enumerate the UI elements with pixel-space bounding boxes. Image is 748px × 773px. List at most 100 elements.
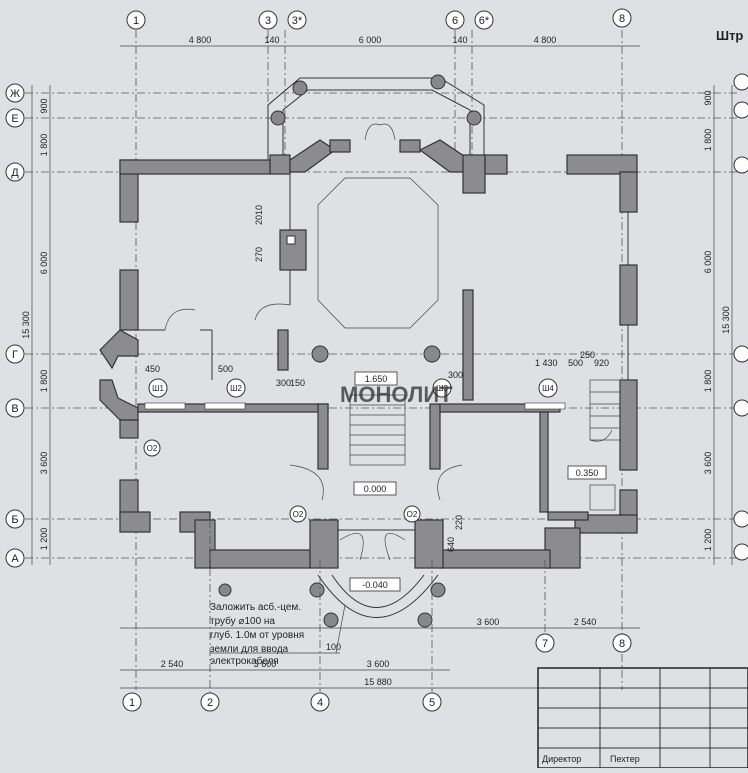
bottom-dimension-chain: 3 600 2 540 2 540 3 600 3 600 15 880	[120, 617, 640, 689]
dim-left-4: 1 800	[39, 370, 49, 393]
dim-left-2: 1 800	[39, 134, 49, 157]
staircase	[349, 379, 621, 511]
dim-bottom-2: 3 600	[254, 659, 277, 669]
shaft-label-3: Ш3	[436, 384, 448, 393]
bottom-axis-markers: 7 8 1 2 4 5	[122, 520, 632, 712]
title-block: Директор Пехтер	[537, 667, 748, 769]
small-dim-920: 920	[594, 358, 609, 368]
shaft-label-4: Ш4	[542, 384, 554, 393]
dim-lower-right-1: 3 600	[477, 617, 500, 627]
dim-right-2: 1 800	[703, 129, 713, 152]
dim-left-total: 15 300	[21, 311, 31, 339]
small-dim-220: 220	[454, 515, 464, 530]
axis-label-bottom-5: 5	[429, 697, 435, 709]
level-marks: 1.650 0.000 -0.040 0.350	[349, 371, 607, 592]
note-line-5: электрокабеля	[210, 655, 279, 667]
title-block-director: Директор	[542, 754, 581, 764]
dim-left-1: 900	[39, 98, 49, 113]
dim-right-3: 6 000	[703, 251, 713, 274]
axis-label-left-a: А	[11, 553, 19, 565]
ceiling-octagon	[317, 177, 439, 329]
note-line-2: трубу ⌀100 на	[210, 615, 275, 627]
dim-top-1: 4 800	[189, 35, 212, 45]
small-dim-250: 250	[580, 350, 595, 360]
o2-marker-1: О2	[147, 444, 158, 453]
small-dim-row-300: 300	[276, 378, 291, 388]
exterior-walls	[99, 77, 638, 569]
axis-label-left-g: Г	[12, 349, 18, 361]
dim-bottom-total: 15 880	[364, 677, 392, 687]
dim-bottom-3: 3 600	[367, 659, 390, 669]
sheet-title-fragment: Штр	[716, 28, 743, 43]
note-line-3: глуб. 1.0м от уровня	[210, 629, 304, 641]
right-axis-markers	[733, 73, 748, 561]
axis-label-top-6: 6	[452, 15, 458, 27]
dim-top-3: 6 000	[359, 35, 382, 45]
o2-markers: О2 О2 О2	[143, 439, 421, 523]
small-dim-500-right: 500	[568, 358, 583, 368]
dim-right-1: 900	[703, 90, 713, 105]
axis-label-top-3: 3	[265, 15, 271, 27]
dim-lower-right-2: 2 540	[574, 617, 597, 627]
fireplace-dim-2010: 2010	[254, 205, 264, 225]
level-mark-minus-0040: -0.040	[362, 580, 388, 590]
columns	[218, 74, 482, 628]
dim-top-2: 140	[264, 35, 279, 45]
axis-label-bottom-7: 7	[542, 638, 548, 650]
o2-marker-2: О2	[293, 510, 304, 519]
level-mark-0000: 0.000	[364, 484, 387, 494]
dim-bottom-1: 2 540	[161, 659, 184, 669]
title-block-name: Пехтер	[610, 754, 640, 764]
small-dim-640: 640	[446, 537, 456, 552]
dim-right-total: 15 300	[721, 306, 731, 334]
small-dim-1430: 1 430	[535, 358, 558, 368]
dim-top-5: 4 800	[534, 35, 557, 45]
axis-label-bottom-4: 4	[317, 697, 323, 709]
axis-label-left-zh: Ж	[10, 88, 20, 100]
level-mark-0350: 0.350	[576, 468, 599, 478]
level-mark-1650: 1.650	[365, 374, 388, 384]
o2-marker-3: О2	[407, 510, 418, 519]
axis-label-bottom-2: 2	[207, 697, 213, 709]
note-line-4: земли для ввода	[210, 644, 289, 655]
dim-right-5: 3 600	[703, 452, 713, 475]
left-dimension-chain: 900 1 800 6 000 1 800 3 600 1 200 15 300	[21, 85, 51, 565]
axis-label-left-v: В	[11, 403, 18, 415]
axis-label-left-b: Б	[11, 514, 18, 526]
watermark: МОНОЛИТ	[340, 382, 453, 407]
cable-note: Заложить асб.-цем. трубу ⌀100 на глуб. 1…	[210, 601, 346, 667]
entrance-porch	[289, 464, 463, 618]
small-dim-300: 300	[448, 370, 463, 380]
small-dim-500-left: 500	[218, 364, 233, 374]
ventilation-shafts: Ш1 Ш2 Ш3 Ш4	[144, 378, 566, 410]
shaft-label-1: Ш1	[152, 384, 164, 393]
dim-left-5: 3 600	[39, 452, 49, 475]
axis-label-top-1: 1	[133, 15, 139, 27]
dim-right-4: 1 800	[703, 370, 713, 393]
dim-top-4: 140	[452, 35, 467, 45]
axis-label-left-e: Е	[11, 113, 18, 125]
axis-label-left-d: Д	[11, 167, 19, 179]
interior-walls	[137, 172, 589, 521]
axis-label-bottom-1: 1	[129, 697, 135, 709]
top-dimension-chain: 4 800 140 6 000 140 4 800	[120, 35, 640, 47]
note-line-1: Заложить асб.-цем.	[210, 601, 301, 613]
door-swings	[164, 123, 613, 442]
axis-label-top-3star: 3*	[292, 15, 303, 27]
axis-label-bottom-8: 8	[619, 638, 625, 650]
small-dim-row-150: 150	[290, 378, 305, 388]
shaft-label-2: Ш2	[230, 384, 242, 393]
top-axis-markers: 1 3 3* 6 6* 8	[126, 8, 632, 690]
dim-right-6: 1 200	[703, 529, 713, 552]
axis-label-top-6star: 6*	[479, 15, 490, 27]
fireplace-dim-270: 270	[254, 247, 264, 262]
right-dimension-chain: 900 1 800 6 000 1 800 3 600 1 200 15 300	[703, 85, 733, 565]
small-dimensions: 450 500 300 1 430 500 920 250 640 220 10…	[145, 205, 609, 652]
small-dim-450: 450	[145, 364, 160, 374]
small-dim-100: 100	[326, 642, 341, 652]
dim-left-6: 1 200	[39, 528, 49, 551]
axis-label-top-8: 8	[619, 13, 625, 25]
dim-left-3: 6 000	[39, 252, 49, 275]
